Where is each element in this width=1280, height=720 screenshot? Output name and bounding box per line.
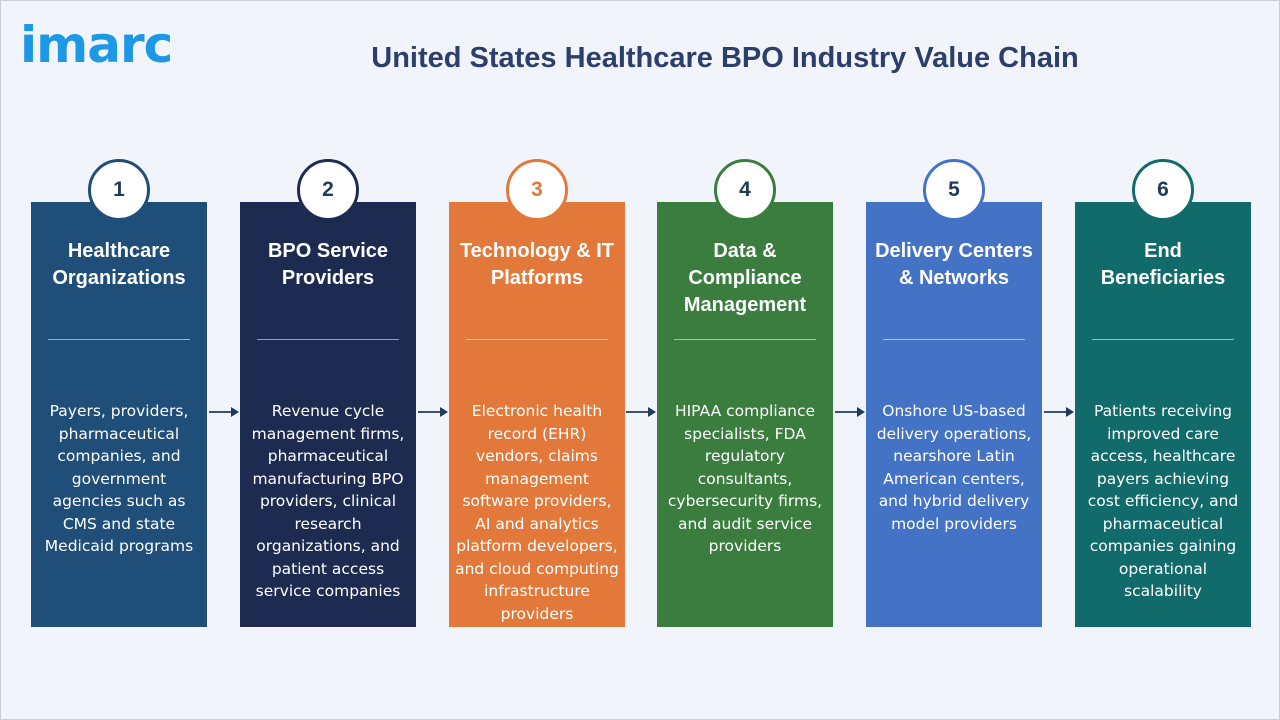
stage-divider xyxy=(466,339,608,340)
stage-number-badge: 6 xyxy=(1132,159,1194,221)
flow-arrow-icon xyxy=(417,407,448,417)
flow-arrow-icon xyxy=(626,407,656,417)
stage-title: Technology & IT Platforms xyxy=(459,240,615,289)
page-title: United States Healthcare BPO Industry Va… xyxy=(371,42,1079,74)
stage-title: BPO Service Providers xyxy=(267,240,389,289)
stage-title: Healthcare Organizations xyxy=(52,240,186,289)
stage-title: Data & Compliance Management xyxy=(683,240,807,316)
stage-description: HIPAA compliance specialists, FDA regula… xyxy=(667,402,823,555)
flow-arrow-icon xyxy=(834,407,865,417)
stage-number-badge: 3 xyxy=(506,159,568,221)
stage-divider xyxy=(1092,339,1234,340)
stage-description: Patients receiving improved care access,… xyxy=(1087,402,1239,600)
stage-title: Delivery Centers & Networks xyxy=(875,240,1033,289)
stage-divider xyxy=(883,339,1025,340)
imarc-logo: imarc xyxy=(20,16,173,74)
stage-title: End Beneficiaries xyxy=(1100,240,1226,289)
stage-number-badge: 4 xyxy=(714,159,776,221)
stage-description: Electronic health record (EHR) vendors, … xyxy=(455,402,619,623)
stage-divider xyxy=(674,339,816,340)
stage-divider xyxy=(48,339,190,340)
flow-arrow-icon xyxy=(208,407,239,417)
stage-description: Payers, providers, pharmaceutical compan… xyxy=(44,402,194,555)
stage-description: Revenue cycle management firms, pharmace… xyxy=(251,402,405,600)
stage-number-badge: 1 xyxy=(88,159,150,221)
stage-divider xyxy=(257,339,399,340)
stage-description: Onshore US-based delivery operations, ne… xyxy=(876,402,1032,533)
flow-arrow-icon xyxy=(1043,407,1074,417)
stage-number-badge: 5 xyxy=(923,159,985,221)
stage-number-badge: 2 xyxy=(297,159,359,221)
